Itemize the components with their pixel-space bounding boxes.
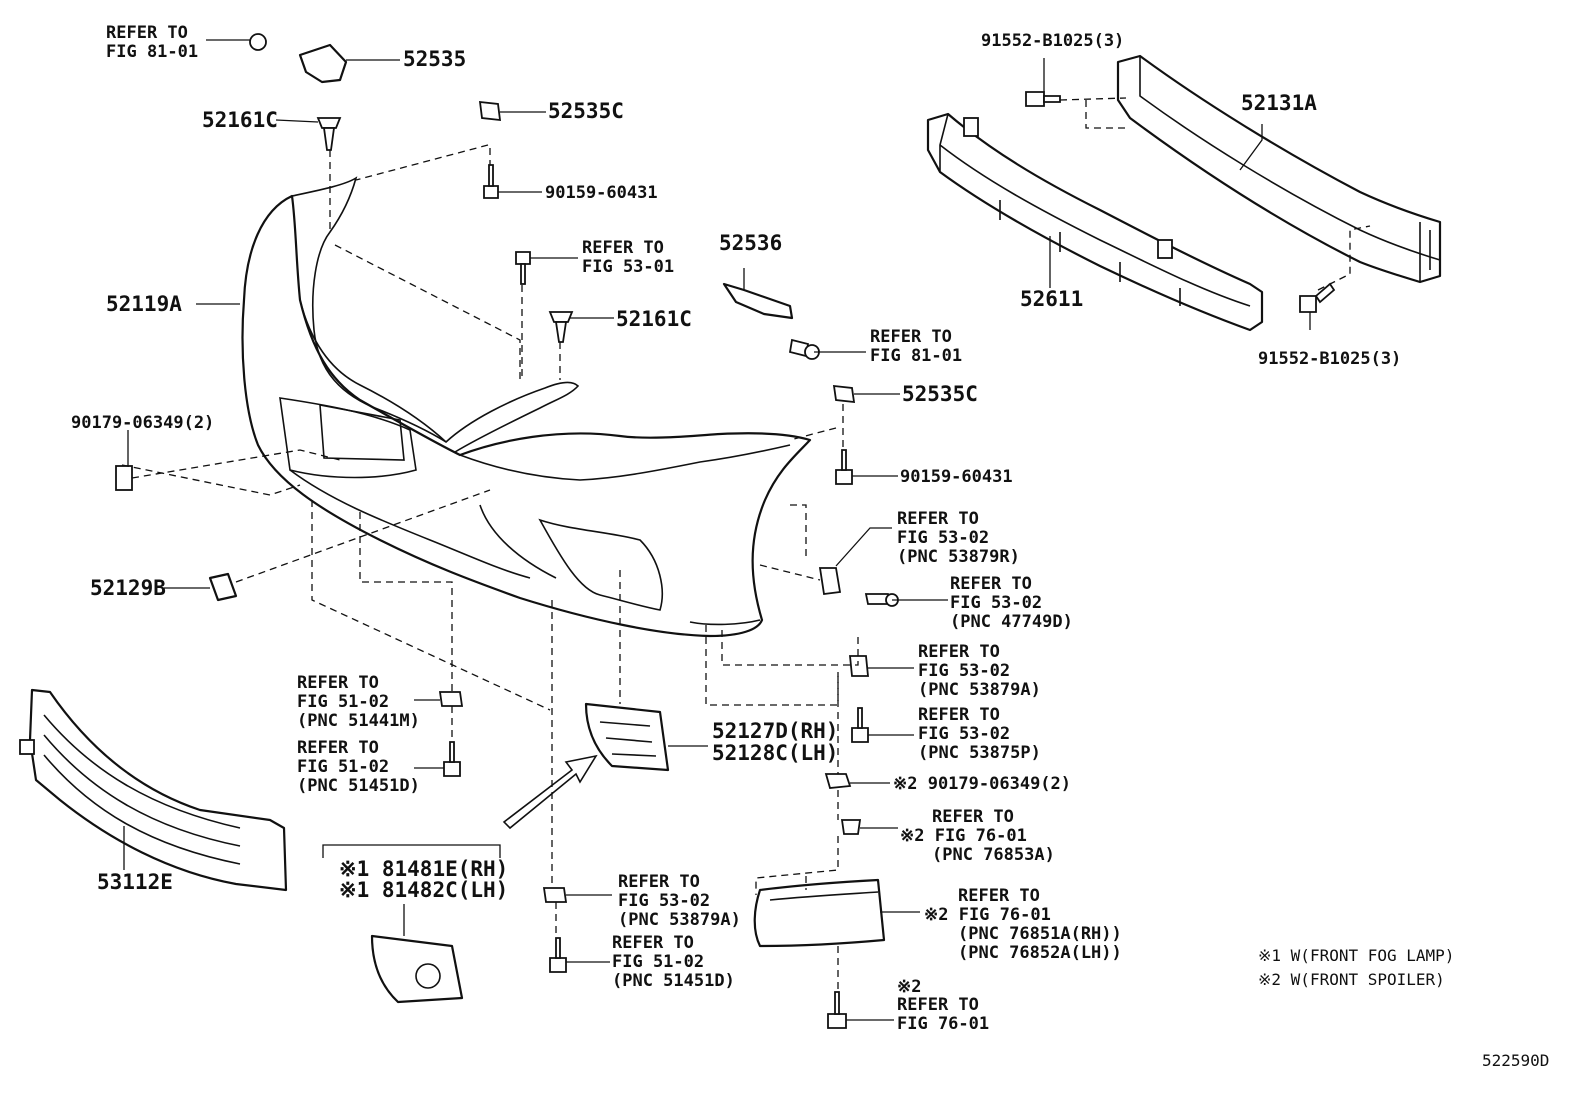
label-52535c-top: 52535C xyxy=(548,99,624,123)
bezel-label-bracket xyxy=(322,844,501,858)
label-90159-60431-top: 90159-60431 xyxy=(545,183,658,203)
label-53112e: 53112E xyxy=(97,870,173,894)
label-52161c-mid: 52161C xyxy=(616,307,692,331)
label-52129b: 52129B xyxy=(90,576,166,600)
label-90179-06349-left: 90179-06349(2) xyxy=(71,413,214,433)
front-spoiler-drawing xyxy=(753,878,886,948)
front-bumper-cover-drawing xyxy=(241,176,812,638)
view-direction-arrow xyxy=(502,754,598,830)
side-bracket-52535-drawing xyxy=(298,43,348,84)
label-52535: 52535 xyxy=(403,47,466,71)
impact-absorber-drawing xyxy=(926,112,1264,332)
label-refer-pnc-76853a: REFER TO※2 FIG 76-01(PNC 76853A) xyxy=(900,807,1055,865)
fog-lamp-cover-drawing xyxy=(584,702,670,772)
diagram-code: 522590D xyxy=(1482,1051,1549,1070)
bumper-reinforcement-drawing xyxy=(1116,54,1442,284)
label-52119a: 52119A xyxy=(106,292,182,316)
label-refer-pnc-76851a-76852a: REFER TO※2 FIG 76-01(PNC 76851A(RH))(PNC… xyxy=(924,886,1122,963)
legend-item-front-spoiler: ※2 W(FRONT SPOILER) xyxy=(1258,970,1445,989)
label-91552-b1025-top: 91552-B1025(3) xyxy=(981,31,1124,51)
leader-lines xyxy=(123,39,1311,1021)
label-52161c-top: 52161C xyxy=(202,108,278,132)
label-52535c-mid: 52535C xyxy=(902,382,978,406)
label-91552-b1025-bottom: 91552-B1025(3) xyxy=(1258,349,1401,369)
label-90179-06349-right: ※2 90179-06349(2) xyxy=(893,774,1071,794)
lower-grille-drawing xyxy=(19,688,288,892)
legend-item-fog-lamp: ※1 W(FRONT FOG LAMP) xyxy=(1258,946,1454,965)
fog-lamp-bezel-drawing xyxy=(370,934,464,1004)
hole-cover-52129b-drawing xyxy=(208,572,238,602)
hardware-drawings xyxy=(115,33,1336,1029)
assembly-dashed-lines xyxy=(121,97,1371,992)
label-52536: 52536 xyxy=(719,231,782,255)
legend: ※1 W(FRONT FOG LAMP) ※2 W(FRONT SPOILER) xyxy=(1258,946,1454,989)
label-90159-60431-mid: 90159-60431 xyxy=(900,467,1013,487)
label-52127d-52128c: 52127D(RH)52128C(LH) xyxy=(712,719,838,765)
label-52131a: 52131A xyxy=(1241,91,1317,115)
label-81481e-81482c: ※1 81481E(RH)※1 81482C(LH) xyxy=(339,857,508,902)
side-bracket-52536-drawing xyxy=(722,282,794,320)
label-52611: 52611 xyxy=(1020,287,1083,311)
